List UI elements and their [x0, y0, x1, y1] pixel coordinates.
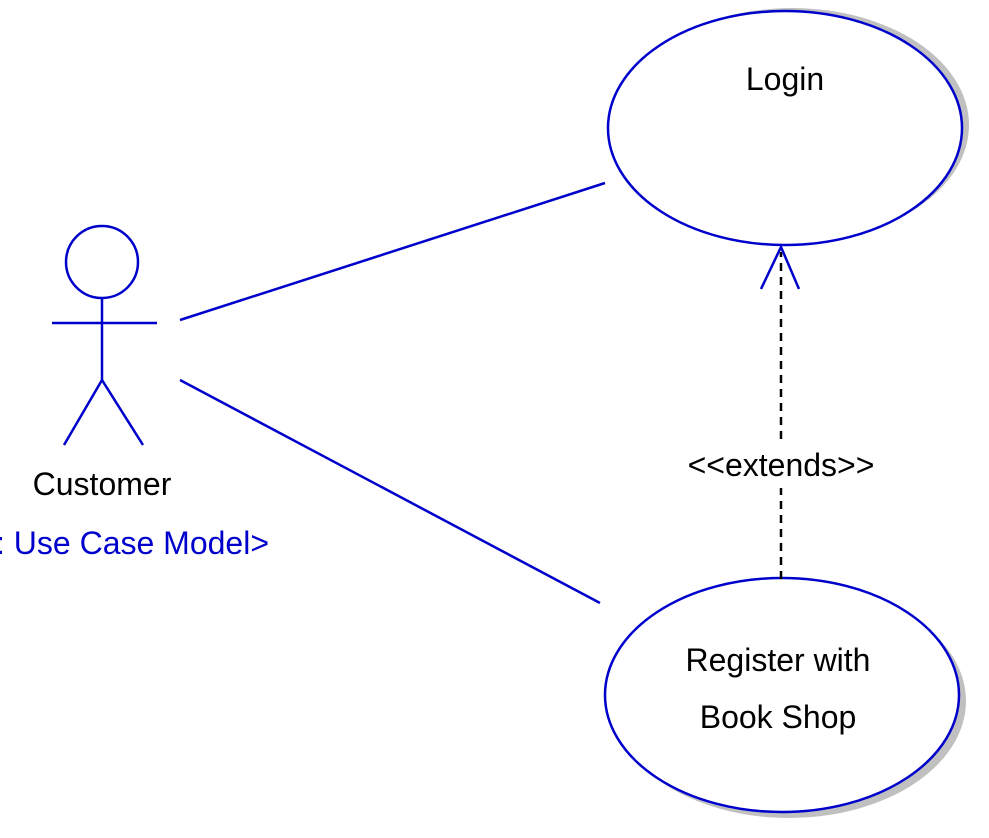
login-label: Login — [746, 61, 824, 97]
actor-package-label: : Use Case Model> — [0, 525, 269, 561]
actor-name-label: Customer — [33, 466, 172, 502]
extends-label: <<extends>> — [688, 447, 875, 483]
actor-left-leg — [62, 379, 104, 446]
register-label-line1: Register with — [686, 642, 871, 678]
extends-arrowhead — [759, 243, 801, 290]
register-ellipse — [603, 576, 961, 814]
association-customer-login[interactable] — [179, 181, 606, 322]
actor-head — [64, 224, 140, 300]
register-label-line2: Book Shop — [700, 699, 857, 735]
extends-dependency[interactable]: <<extends>> — [668, 243, 894, 579]
extends-label-bg — [668, 444, 894, 488]
use-case-login[interactable]: Login — [606, 8, 969, 247]
use-case-register[interactable]: Register with Book Shop — [603, 576, 966, 818]
actor-right-leg — [100, 379, 145, 446]
actor-customer[interactable]: Customer : Use Case Model> — [0, 224, 269, 561]
login-ellipse — [606, 9, 964, 247]
association-customer-register[interactable] — [179, 378, 601, 605]
